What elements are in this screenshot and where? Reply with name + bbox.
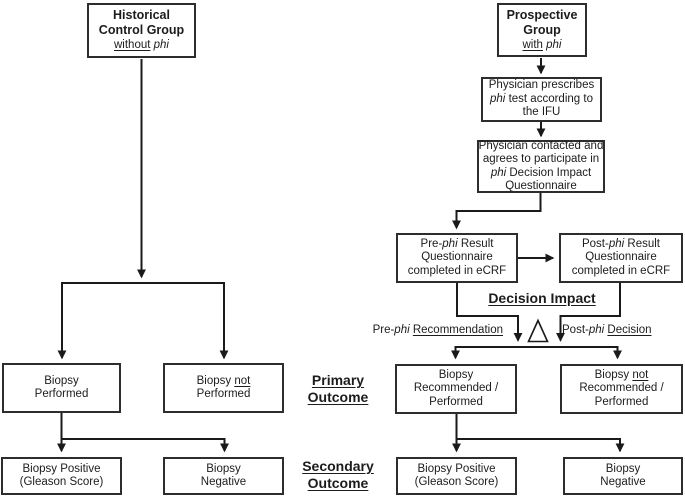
arrow-contacted-to-prephi bbox=[452, 192, 542, 230]
biopsy-not-recommended-box: Biopsy not Recommended / Performed bbox=[560, 364, 683, 414]
pre-phi-questionnaire-box: Pre-phi Result Questionnaire completed i… bbox=[396, 233, 518, 283]
secondary-outcome-label: Secondary Outcome bbox=[302, 458, 374, 491]
box-line: Historical bbox=[113, 8, 170, 22]
biopsy-negative-left-box: Biopsy Negative bbox=[163, 457, 284, 495]
biopsy-negative-right-box: Biopsy Negative bbox=[563, 457, 683, 495]
biopsy-performed-box: Biopsy Performed bbox=[2, 363, 121, 413]
biopsy-not-performed-box: Biopsy not Performed bbox=[163, 363, 284, 413]
arrow-postphi-to-impact bbox=[556, 283, 621, 342]
post-phi-decision-label: Post-phi Decision bbox=[562, 324, 652, 336]
physician-prescribes-box: Physician prescribes phi test according … bbox=[481, 77, 602, 122]
historical-control-group-box: Historical Control Group without phi bbox=[87, 3, 196, 58]
box-line: without phi bbox=[114, 39, 169, 51]
branch-recommended-to-negative bbox=[456, 438, 625, 453]
delta-triangle-icon bbox=[527, 318, 549, 343]
split-bar-left bbox=[57, 282, 229, 360]
primary-outcome-label: Primary Outcome bbox=[307, 372, 369, 405]
biopsy-positive-right-box: Biopsy Positive (Gleason Score) bbox=[396, 457, 517, 495]
biopsy-recommended-box: Biopsy Recommended / Performed bbox=[395, 364, 517, 414]
branch-performed-to-negative bbox=[61, 438, 229, 453]
pre-phi-recommendation-label: Pre-phi Recommendation bbox=[372, 324, 503, 336]
arrow-prephi-to-impact bbox=[456, 283, 523, 342]
split-bar-right bbox=[451, 346, 622, 360]
post-phi-questionnaire-box: Post-phi Result Questionnaire completed … bbox=[559, 233, 683, 283]
physician-contacted-box: Physician contacted and agrees to partic… bbox=[477, 139, 605, 193]
prospective-group-box: Prospective Group with phi bbox=[497, 3, 587, 57]
box-line: Control Group bbox=[98, 23, 185, 37]
biopsy-positive-left-box: Biopsy Positive (Gleason Score) bbox=[1, 457, 122, 495]
decision-impact-label: Decision Impact bbox=[488, 290, 596, 306]
